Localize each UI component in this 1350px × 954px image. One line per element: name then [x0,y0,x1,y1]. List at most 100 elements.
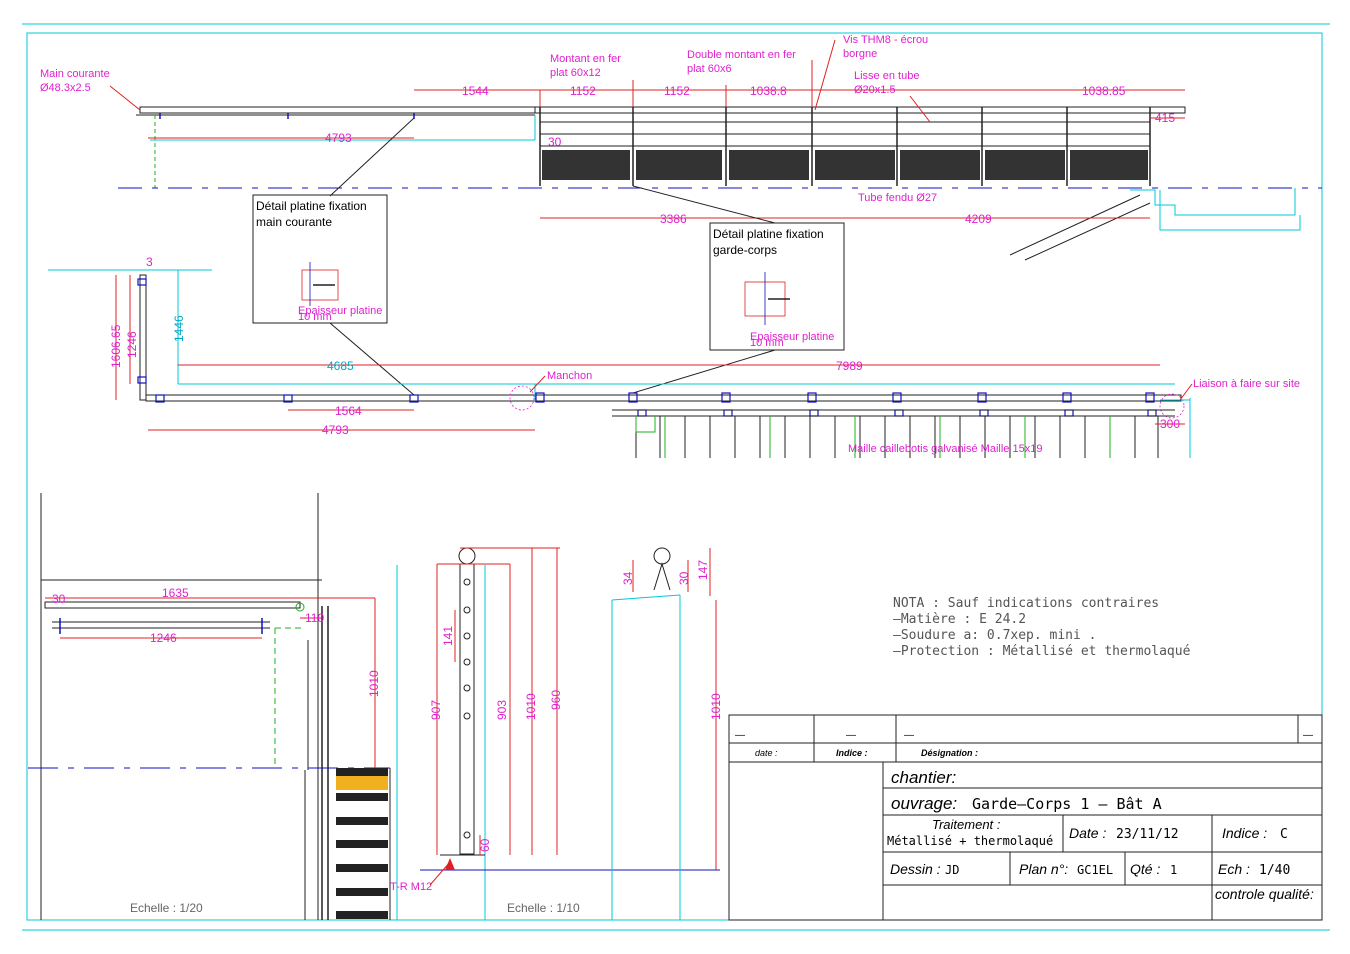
detail-gc-epaisseur-1: Epaisseur platine [750,331,834,343]
tb-ouvrage-label: ouvrage: [891,794,957,813]
dim-1246-section: 1246 [150,631,177,645]
dim-141: 141 [441,626,455,646]
tb-dash-3: — [904,730,914,741]
sheet-frame [22,23,1330,931]
tb-indice-label: Indice : [836,748,868,758]
callout-liaison: Liaison à faire sur site [1193,378,1300,390]
callout-main-courante-2: Ø48.3x2.5 [40,82,91,94]
dim-147: 147 [696,560,710,580]
title-block [728,714,1323,921]
detail-mc-title-2: main courante [256,215,332,229]
detail-garde-corps: Détail platine fixation garde-corps Epai… [632,185,845,394]
dim-3386: 3386 [660,212,687,226]
detail-mc-title-1: Détail platine fixation [256,199,367,213]
detail-gc-epaisseur-2: 10 mm [750,337,784,349]
tb-traitement-label: Traitement : [932,817,1001,832]
echelle-1-20: Echelle : 1/20 [130,901,203,915]
dim-3-plan: 3 [146,255,153,269]
dim-30: 30 [548,135,562,149]
dim-1246-plan: 1246 [125,331,139,358]
callout-double-2: plat 60x6 [687,63,732,75]
callout-lisse-2: Ø20x1.5 [854,84,896,96]
dim-34: 34 [621,571,635,585]
tb-ech-value: 1/40 [1259,863,1290,878]
dim-960: 960 [549,690,563,710]
tb-designation-label: Désignation : [921,748,978,758]
tb-traitement-value: Métallisé + thermolaqué [887,834,1053,848]
plan-view: 3 1606.65 1246 1446 4685 7989 1564 4793 … [48,255,1300,458]
echelle-1-10: Echelle : 1/10 [507,901,580,915]
callout-tr-m12: T-R M12 [390,881,432,893]
dim-7989: 7989 [836,359,863,373]
detail-main-courante: Détail platine fixation main courante Ep… [252,117,415,396]
dim-4793-top: 4793 [325,131,352,145]
dim-30-post2: 30 [677,571,691,585]
tb-controle-label: controle qualité: [1215,886,1314,902]
tb-dash-1: — [735,730,745,741]
callout-double-1: Double montant en fer [687,49,796,61]
detail-gc-title-2: garde-corps [713,243,777,257]
dim-1038-8: 1038.8 [750,84,787,98]
callout-montant-2: plat 60x12 [550,67,601,79]
tb-dessin-value: JD [945,863,959,877]
dim-4793-plan: 4793 [322,423,349,437]
title-block-text: — — — — date : Indice : Désignation : ch… [735,730,1314,902]
tb-indice2-label: Indice : [1222,825,1267,841]
callout-vis-1: Vis THM8 - écrou [843,34,928,46]
dim-1038-85: 1038.85 [1082,84,1126,98]
dim-1606-65: 1606.65 [109,324,123,368]
tb-dash-4: — [1303,730,1313,741]
dim-1010-post: 1010 [524,693,538,720]
dim-907: 907 [429,700,443,720]
tb-date-label: date : [755,748,778,758]
tb-qte-label: Qté : [1130,861,1160,877]
mesh-panels [542,150,1148,180]
dim-30-section: 30 [52,592,66,606]
dim-1010-section: 1010 [367,670,381,697]
callout-main-courante-1: Main courante [40,68,110,80]
dim-1010-post2: 1010 [709,693,723,720]
callout-lisse-1: Lisse en tube [854,70,919,82]
callout-tube-fendu: Tube fendu Ø27 [858,192,937,204]
nota-line-1: NOTA : Sauf indications contraires [893,596,1159,611]
callout-montant-1: Montant en fer [550,53,621,65]
callout-manchon: Manchon [547,370,592,382]
nota-line-4: —Protection : Métallisé et thermolaqué [893,644,1191,659]
dim-1564: 1564 [335,404,362,418]
dim-1635: 1635 [162,586,189,600]
tb-date-value: 23/11/12 [1116,827,1179,842]
nota-block: NOTA : Sauf indications contraires —Mati… [893,596,1191,659]
tb-date2-label: Date : [1069,825,1106,841]
post-detail-1-10: 907 141 903 1010 960 60 T-R M12 Echelle … [390,547,723,920]
detail-mc-epaisseur-2: 10 mm [298,311,332,323]
detail-gc-title-1: Détail platine fixation [713,227,824,241]
dim-1544: 1544 [462,84,489,98]
top-elevation: 1544 1152 1152 1038.8 1038.85 4793 30 41… [40,34,1322,261]
dim-415: 415 [1155,111,1175,125]
dim-903: 903 [495,700,509,720]
callout-vis-2: borgne [843,48,877,60]
tb-plan-label: Plan n°: [1019,861,1068,877]
tb-qte-value: 1 [1170,863,1177,877]
dim-300: 300 [1160,417,1180,431]
dim-4685: 4685 [327,359,354,373]
tb-ech-label: Ech : [1218,861,1250,877]
dim-4209: 4209 [965,212,992,226]
dim-1446: 1446 [172,315,186,342]
dim-110: 110 [305,611,324,625]
tb-dash-2: — [846,730,856,741]
nota-line-3: —Soudure a: 0.7xep. mini . [893,628,1097,643]
dim-1152-b: 1152 [664,84,690,98]
tb-plan-value: GC1EL [1077,863,1113,877]
tb-ouvrage-value: Garde—Corps 1 — Bât A [972,795,1162,813]
dim-1152-a: 1152 [570,84,596,98]
section-1-20: 30 1635 1246 110 1010 Echelle : 1/20 [28,493,391,920]
detail-mc-epaisseur-1: Epaisseur platine [298,305,382,317]
callout-maille: Maille caillebotis galvanisé Maille 15x1… [848,443,1042,455]
tb-dessin-label: Dessin : [890,861,941,877]
tb-indice-value: C [1280,827,1288,842]
nota-line-2: —Matière : E 24.2 [893,612,1026,627]
dim-60: 60 [478,838,492,852]
tb-chantier-label: chantier: [891,768,956,787]
